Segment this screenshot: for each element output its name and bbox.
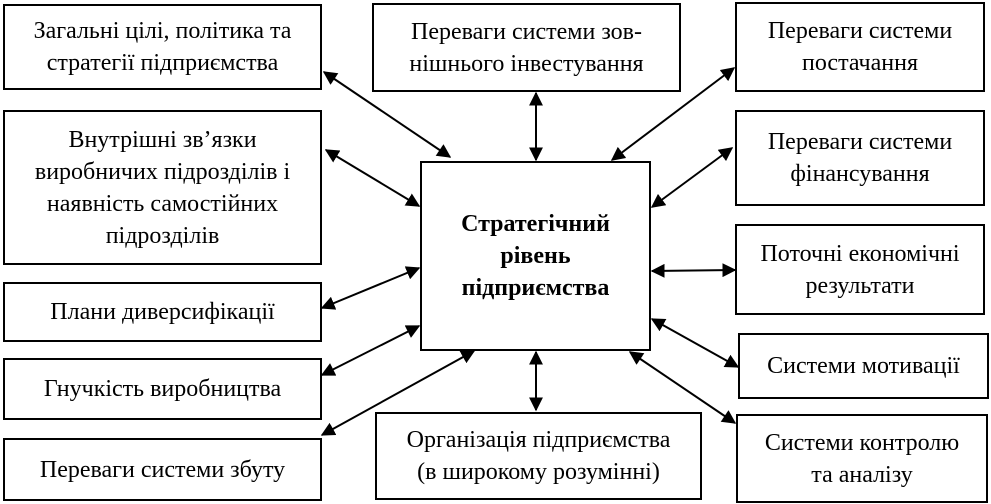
node-text: Поточні економічні результати bbox=[760, 238, 959, 302]
node-diversification: Плани диверсифікації bbox=[3, 282, 322, 342]
node-text: Організація підприємства (в широкому розу… bbox=[407, 424, 671, 488]
node-text: Загальні цілі, політика та стратегії підп… bbox=[34, 15, 292, 79]
node-text: Переваги системи фінансування bbox=[768, 126, 952, 190]
node-text-line: Системи мотивації bbox=[767, 353, 960, 379]
node-text-line: фінансування bbox=[790, 161, 930, 187]
node-flexibility: Гнучкість виробництва bbox=[3, 358, 322, 420]
arrow-control bbox=[628, 351, 737, 424]
node-text-line: Внутрішні зв’язки bbox=[68, 126, 257, 153]
arrow-internal bbox=[324, 149, 421, 207]
node-text-line: Загальні цілі, політика та bbox=[33, 18, 292, 44]
node-text-line: Переваги системи збуту bbox=[39, 456, 286, 483]
node-text: Стратегічний рівень підприємства bbox=[461, 208, 610, 304]
node-text-line: Гнучкість виробництва bbox=[43, 376, 282, 402]
node-text-line: Стратегічний bbox=[461, 211, 610, 237]
node-text-line: наявність самостійних bbox=[46, 190, 279, 217]
center-node: Стратегічний рівень підприємства bbox=[420, 161, 651, 351]
node-text-line: нішнього інвестування bbox=[409, 50, 644, 77]
node-text-line: постачання bbox=[801, 50, 918, 76]
node-text-line: рівень bbox=[500, 243, 571, 269]
node-text-line: результати bbox=[805, 272, 915, 299]
node-text: Плани диверсифікації bbox=[50, 296, 274, 328]
node-text-line: Поточні економічні bbox=[760, 240, 960, 267]
node-text: Системи мотивації bbox=[767, 350, 960, 382]
node-text-line: Переваги системи зов- bbox=[411, 18, 642, 45]
node-results: Поточні економічні результати bbox=[735, 224, 985, 315]
node-text-line: Плани диверсифікації bbox=[50, 299, 275, 325]
node-text: Внутрішні зв’язки виробничих підрозділів … bbox=[35, 124, 290, 252]
arrow-motivation bbox=[650, 318, 740, 368]
node-motivation: Системи мотивації bbox=[738, 333, 989, 399]
node-text: Переваги системи збуту bbox=[40, 454, 285, 486]
node-text-line: виробничих підрозділів і bbox=[34, 158, 291, 185]
arrow-supply bbox=[610, 67, 736, 161]
arrow-diversification bbox=[320, 266, 421, 310]
node-text-line: та аналізу bbox=[811, 461, 913, 488]
node-supply: Переваги системи постачання bbox=[735, 2, 985, 92]
node-text-line: (в широкому розумінні) bbox=[417, 459, 660, 485]
arrow-sales bbox=[320, 350, 476, 436]
node-control: Системи контролю та аналізу bbox=[736, 414, 988, 503]
node-text-line: Переваги системи bbox=[767, 18, 953, 44]
node-sales: Переваги системи збуту bbox=[3, 438, 322, 501]
arrow-results bbox=[650, 263, 737, 278]
node-text-line: підрозділів bbox=[105, 222, 220, 249]
arrow-flexibility bbox=[320, 325, 421, 376]
node-text-line: Системи контролю bbox=[764, 429, 960, 456]
node-text: Переваги системи зов-нішнього інвестуван… bbox=[409, 16, 643, 80]
node-investment: Переваги системи зов-нішнього інвестуван… bbox=[372, 3, 681, 92]
node-organization: Організація підприємства (в широкому розу… bbox=[375, 412, 702, 500]
node-text: Системи контролю та аналізу bbox=[765, 427, 959, 491]
node-goals: Загальні цілі, політика та стратегії підп… bbox=[3, 4, 322, 90]
node-text-line: підприємства bbox=[461, 275, 610, 301]
node-text: Переваги системи постачання bbox=[768, 15, 952, 79]
arrow-financing bbox=[650, 147, 734, 208]
node-financing: Переваги системи фінансування bbox=[735, 110, 985, 206]
node-text-line: Переваги системи bbox=[767, 129, 953, 155]
node-text-line: стратегії підприємства bbox=[46, 50, 279, 76]
node-internal: Внутрішні зв’язки виробничих підрозділів … bbox=[3, 110, 322, 265]
node-text-line: Організація підприємства bbox=[406, 427, 671, 453]
node-text: Гнучкість виробництва bbox=[44, 373, 281, 405]
arrow-goals bbox=[322, 71, 452, 158]
